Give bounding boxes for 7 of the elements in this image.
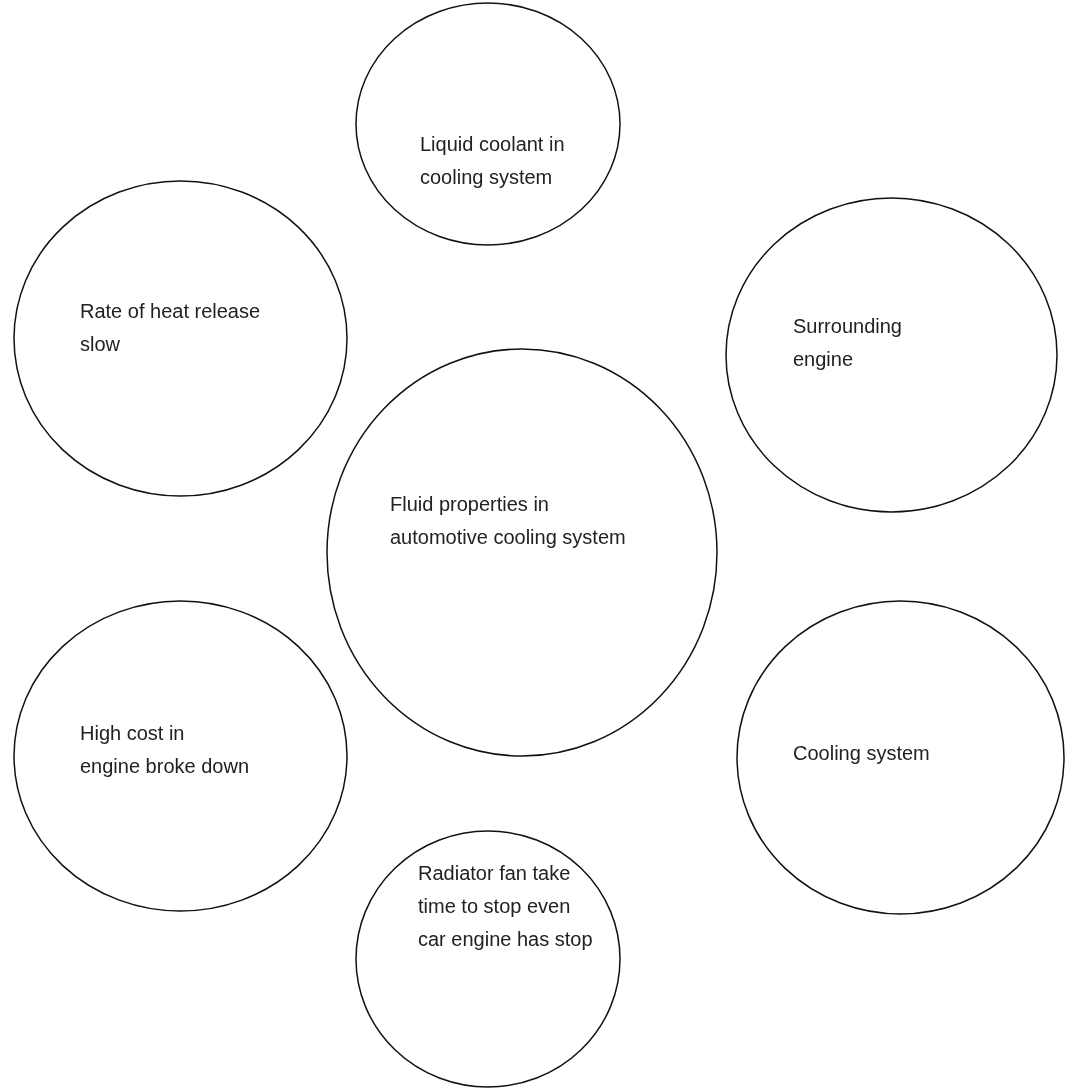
node-text: High cost in engine broke down bbox=[80, 721, 250, 779]
node-text: Rate of heat release slow bbox=[80, 299, 262, 357]
node-text: Cooling system bbox=[793, 741, 931, 766]
node-text: Liquid coolant in cooling system bbox=[420, 132, 566, 190]
node-text: Surrounding engine bbox=[793, 314, 903, 372]
node-text: Fluid properties in automotive cooling system bbox=[390, 492, 627, 550]
node-text: Radiator fan take time to stop even car engine has stop bbox=[418, 861, 594, 952]
